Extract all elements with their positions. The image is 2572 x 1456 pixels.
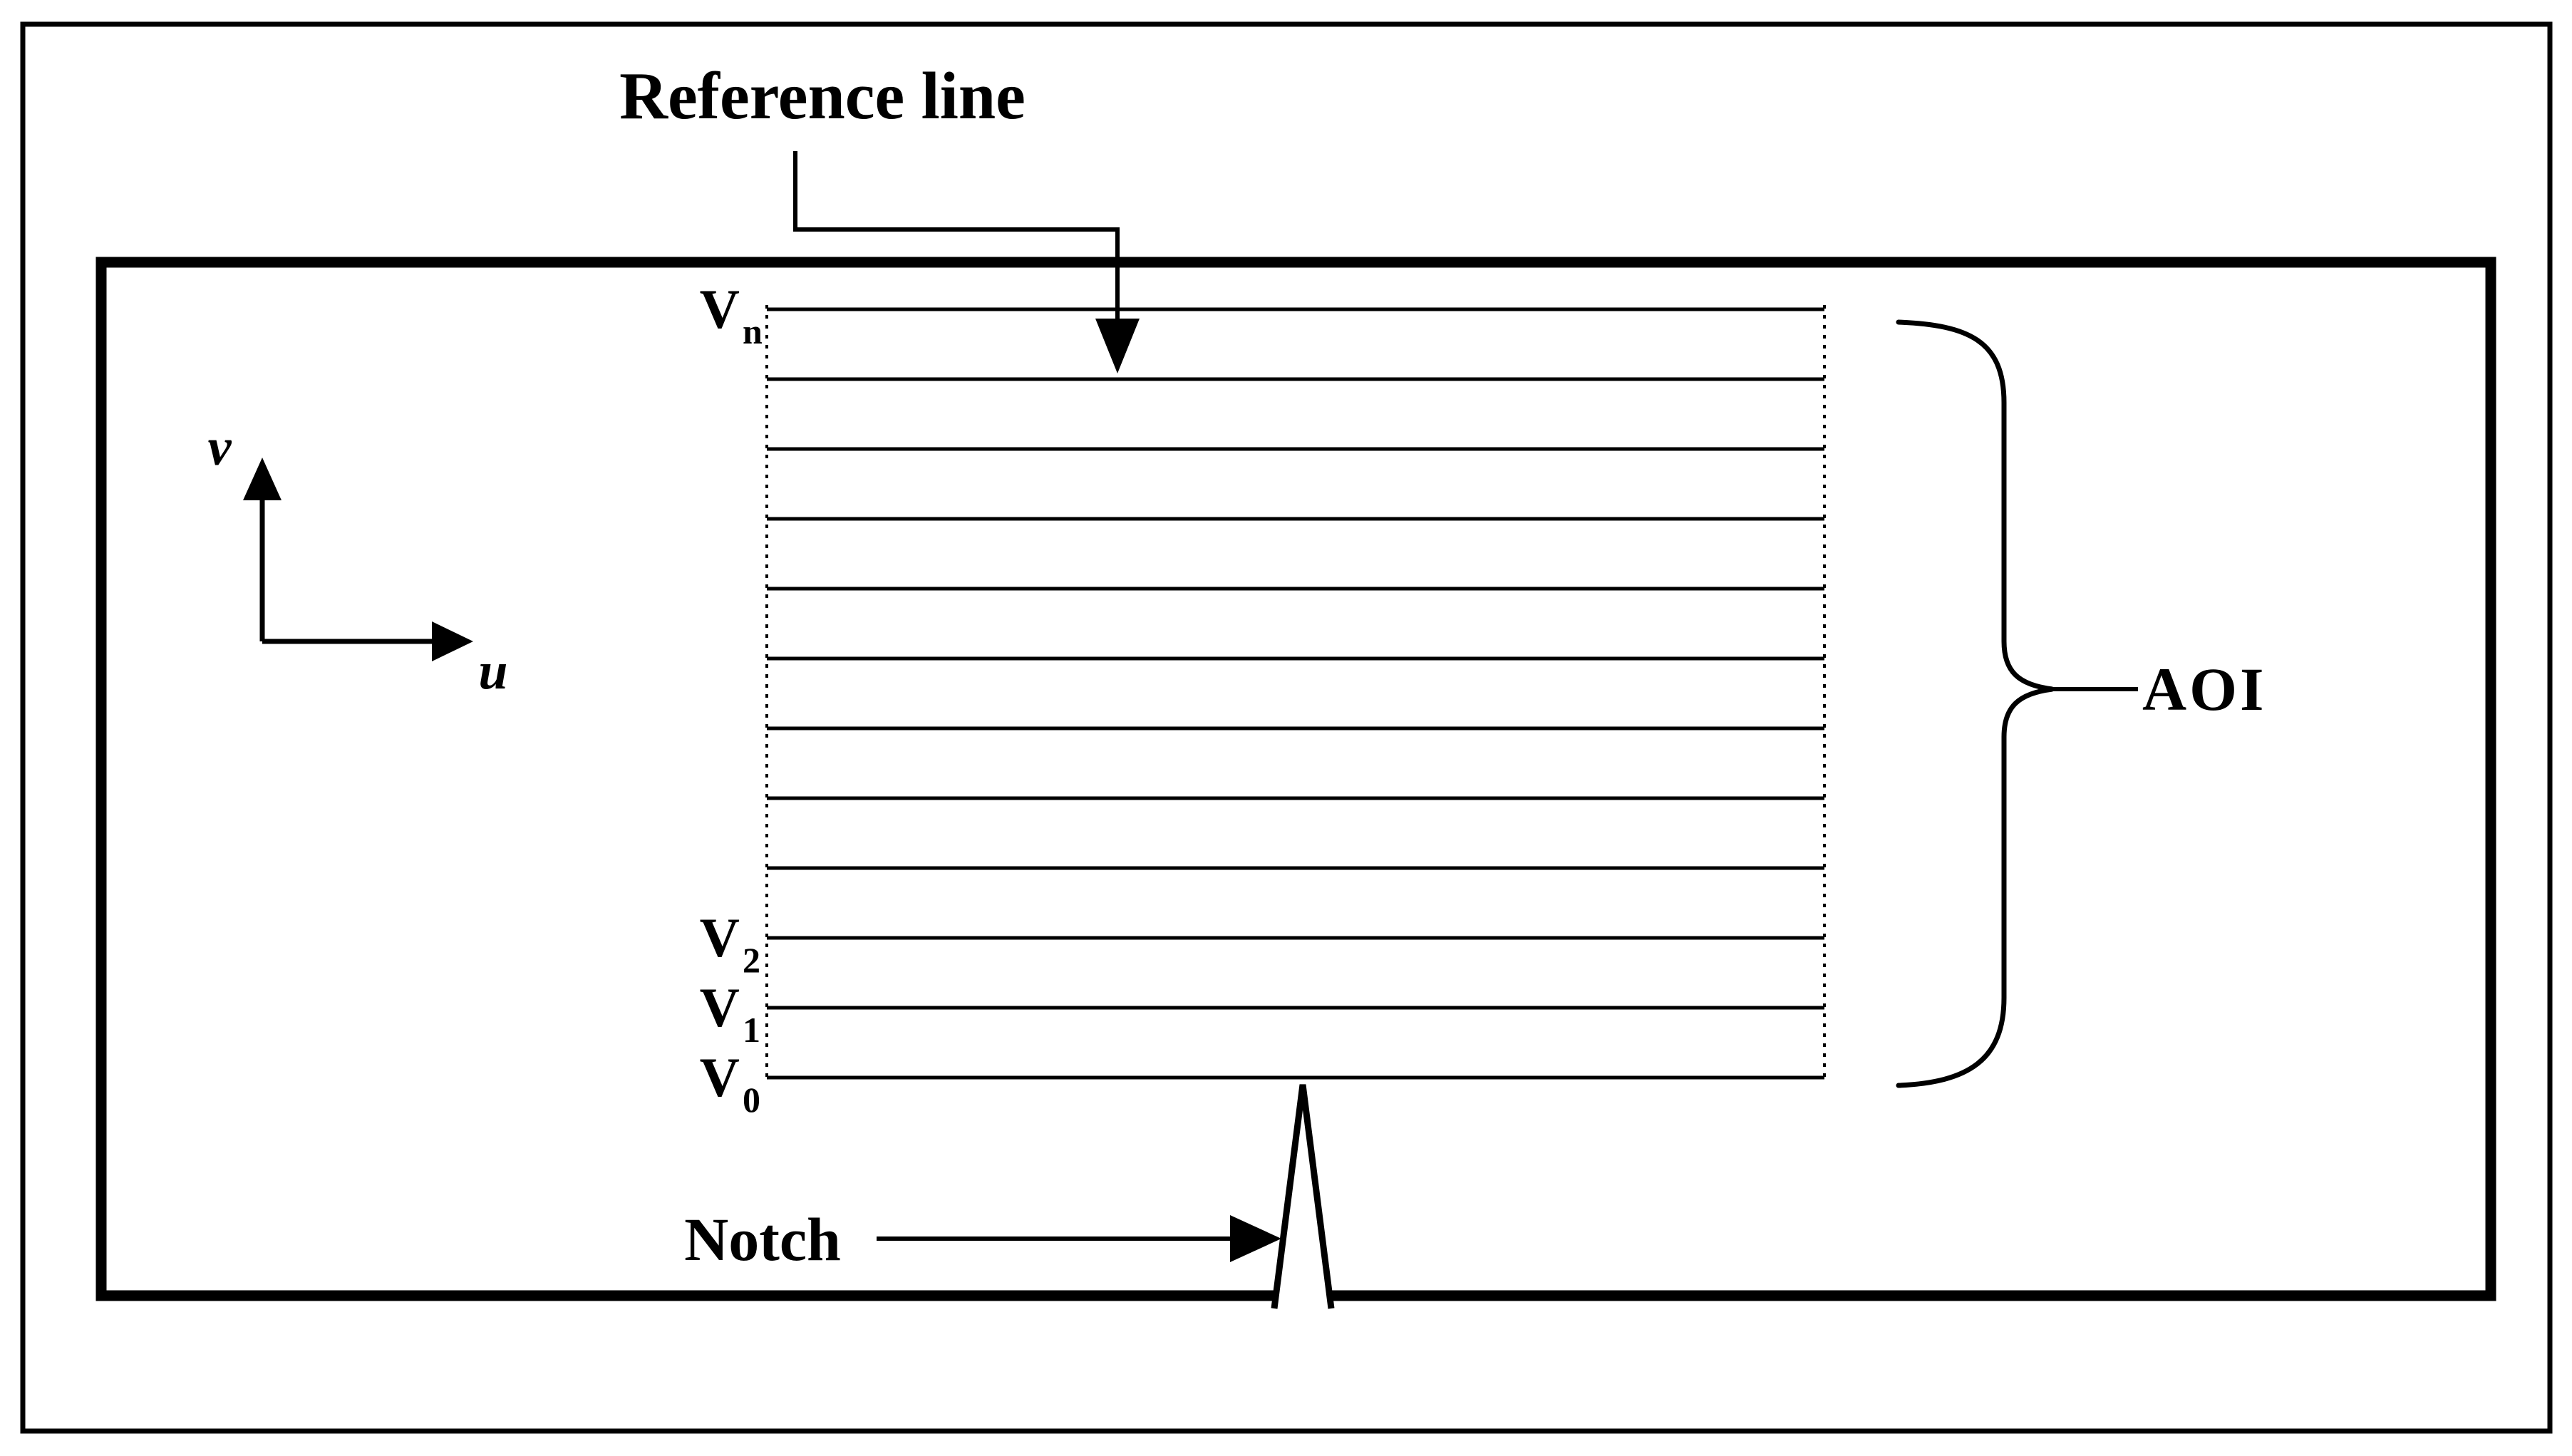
v-axis-arrowhead-icon (243, 458, 282, 500)
level-v1-sub: 1 (743, 1010, 760, 1050)
reference-line-label: Reference line (619, 59, 1026, 133)
level-v2-sub: 2 (743, 940, 760, 980)
notch-label: Notch (684, 1205, 841, 1274)
level-label-v0: V 0 (700, 1046, 760, 1120)
u-axis-arrowhead-icon (432, 621, 473, 661)
level-vn-sub: n (743, 311, 763, 351)
reference-line-arrow-shaft (793, 151, 1120, 322)
reference-line-arrowhead-icon (1095, 319, 1140, 373)
level-vn-base: V (700, 278, 740, 340)
level-v1-base: V (700, 976, 740, 1038)
v-axis-label: v (208, 418, 232, 477)
level-v2-base: V (700, 907, 740, 969)
level-label-vn: V n (700, 278, 763, 351)
aoi-scan-lines (767, 307, 1824, 1080)
level-v0-sub: 0 (743, 1080, 760, 1120)
notch-shape (1271, 1084, 1335, 1309)
level-v0-base: V (700, 1046, 740, 1108)
notch-interior (1274, 1085, 1331, 1308)
level-label-v1: V 1 (700, 976, 760, 1050)
notch-arrowhead-icon (1230, 1215, 1281, 1262)
aoi-label: AOI (2142, 655, 2266, 723)
level-label-v2: V 2 (700, 907, 760, 980)
u-axis-label: u (478, 642, 507, 701)
outer-frame (20, 21, 2553, 1434)
